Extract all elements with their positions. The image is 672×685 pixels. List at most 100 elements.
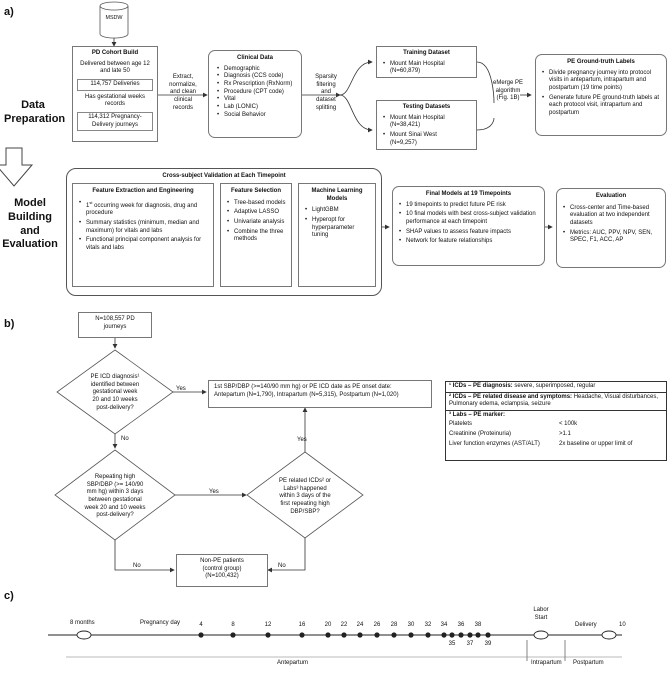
legend-icd-row: ¹ ICDs – PE diagnosis: severe, superimpo…: [446, 382, 666, 393]
delivery-label: Delivery: [575, 622, 597, 628]
timeline-dot: [230, 632, 236, 638]
timeline-dot: [357, 632, 363, 638]
timeline-dot: [449, 632, 455, 638]
timeline-tick-label: 4: [199, 622, 203, 628]
pe-onset-box: 1st SBP/DBP (>=140/90 mm hg) or PE ICD d…: [208, 380, 432, 408]
legend-labs-row: ³ Labs – PE marker: Platelets< 100k Crea…: [449, 412, 633, 448]
final-models-item: Network for feature relationships: [399, 238, 539, 246]
journeys-count: 114,312 Pregnancy-Delivery journeys: [77, 112, 153, 132]
non-pe-box: Non-PE patients(control group)(N=100,432…: [176, 554, 268, 587]
yes-label: Yes: [176, 386, 186, 392]
ml-models-title: Machine Learning Models: [311, 188, 363, 202]
timeline-dot: [391, 632, 397, 638]
timeline-tick-label: 22: [340, 622, 348, 628]
ground-truth-box: PE Ground-truth Labels Divide pregnancy …: [535, 54, 667, 136]
timeline-dot: [341, 632, 347, 638]
clinical-data-title: Clinical Data: [236, 55, 273, 61]
postpartum-label: Postpartum: [573, 660, 604, 666]
testing-datasets-box: Testing Datasets Mount Main Hospital(N=3…: [376, 100, 477, 150]
legend-box: ¹ ICDs – PE diagnosis: severe, superimpo…: [445, 381, 667, 461]
antepartum-label: Antepartum: [277, 660, 309, 666]
yes-label: Yes: [209, 489, 219, 495]
timeline-end-oval: [601, 630, 617, 640]
timeline-dot: [408, 632, 414, 638]
no-label: No: [133, 563, 141, 569]
feature-engineering-box: Feature Extraction and Engineering 1st o…: [72, 183, 214, 287]
cohort-criteria-1: Delivered between age 12 and late 50: [80, 60, 150, 75]
evaluation-title: Evaluation: [595, 193, 627, 199]
ml-models-item: LightGBM: [305, 207, 370, 215]
ground-truth-item: Divide pregnancy journey into protocol v…: [542, 70, 661, 93]
timeline-tick-label: 24: [356, 622, 364, 628]
timeline-dot: [467, 632, 473, 638]
timeline-tick-label: 39: [484, 641, 492, 647]
legend-symptoms-row: ² ICDs – PE related disease and symptoms…: [446, 393, 666, 412]
final-models-item: SHAP values to assess feature impacts: [399, 229, 539, 237]
testing-title: Testing Datasets: [402, 104, 451, 110]
timeline-tick-label: 20: [324, 622, 332, 628]
clinical-item: Lab (LONIC): [217, 104, 296, 112]
feature-selection-box: Feature Selection Tree-based models Adap…: [220, 183, 292, 287]
section-label-b: b): [4, 318, 15, 330]
timeline-tick-label: 16: [298, 622, 306, 628]
msdw-label: MSDW: [105, 15, 123, 21]
no-label: No: [278, 563, 286, 569]
training-dataset-box: Training Dataset Mount Main Hospital(N=6…: [376, 46, 477, 78]
deliveries-count: 114,757 Deliveries: [77, 79, 153, 91]
timeline-dot: [325, 632, 331, 638]
timeline-tick-label: 34: [440, 622, 448, 628]
timeline-dot: [299, 632, 305, 638]
feature-selection-item: Combine the three methods: [227, 229, 286, 244]
timeline-tick-label: 30: [407, 622, 415, 628]
timeline-dot: [374, 632, 380, 638]
yes-label: Yes: [297, 437, 307, 443]
final-models-item: 10 final models with best cross-subject …: [399, 211, 539, 226]
ml-models-box: Machine Learning Models LightGBM Hyperop…: [298, 183, 376, 287]
ground-truth-item: Generate future PE ground-truth labels a…: [542, 95, 661, 118]
timeline-tick-label: 26: [373, 622, 381, 628]
timeline-start-oval: [76, 630, 92, 640]
timeline-tick-label: 37: [466, 641, 474, 647]
clinical-item: Diagnosis (CCS code): [217, 73, 296, 81]
database-icon: [99, 1, 129, 39]
timeline-tick-label: 28: [390, 622, 398, 628]
feature-engineering-item: Summary statistics (minimum, median and …: [79, 220, 208, 235]
feature-selection-item: Univariate analysis: [227, 219, 286, 227]
timeline-tick-label: 36: [457, 622, 465, 628]
feature-engineering-item: 1st occurring week for diagnosis, drug a…: [79, 200, 208, 218]
timeline-tick-label: 35: [448, 641, 456, 647]
feature-selection-title: Feature Selection: [230, 188, 281, 194]
final-models-box: Final Models at 19 Timepoints 19 timepoi…: [392, 186, 545, 266]
final-models-item: 19 timepoints to predict future PE risk: [399, 202, 539, 210]
final-models-title: Final Models at 19 Timepoints: [425, 191, 512, 197]
clinical-item: Vital: [217, 96, 296, 104]
timeline-start-label: 8 months: [70, 620, 95, 626]
timeline-dot: [265, 632, 271, 638]
clinical-data-box: Clinical Data Demographic Diagnosis (CCS…: [208, 50, 302, 138]
timeline-tick-label: 8: [231, 622, 235, 628]
feature-engineering-item: Functional principal component analysis …: [79, 237, 208, 252]
feature-selection-item: Adaptive LASSO: [227, 209, 286, 217]
down-arrow-icon: [0, 147, 34, 187]
evaluation-item: Cross-center and Time-based evaluation a…: [563, 205, 660, 228]
evaluation-box: Evaluation Cross-center and Time-based e…: [556, 188, 666, 268]
clinical-item: Procedure (CPT code): [217, 89, 296, 97]
pd-cohort-build-box: PD Cohort Build Delivered between age 12…: [72, 46, 158, 142]
section-label-c: c): [4, 590, 14, 602]
ml-models-item: Hyperopt for hyperparameter tuning: [305, 217, 370, 240]
ground-truth-title: PE Ground-truth Labels: [567, 59, 635, 65]
testing-item: Mount Main Hospital(N=38,421): [383, 115, 471, 130]
feature-engineering-title: Feature Extraction and Engineering: [92, 188, 194, 194]
timeline-dot: [485, 632, 491, 638]
feature-selection-item: Tree-based models: [227, 200, 286, 208]
intrapartum-label: Intrapartum: [531, 660, 562, 666]
